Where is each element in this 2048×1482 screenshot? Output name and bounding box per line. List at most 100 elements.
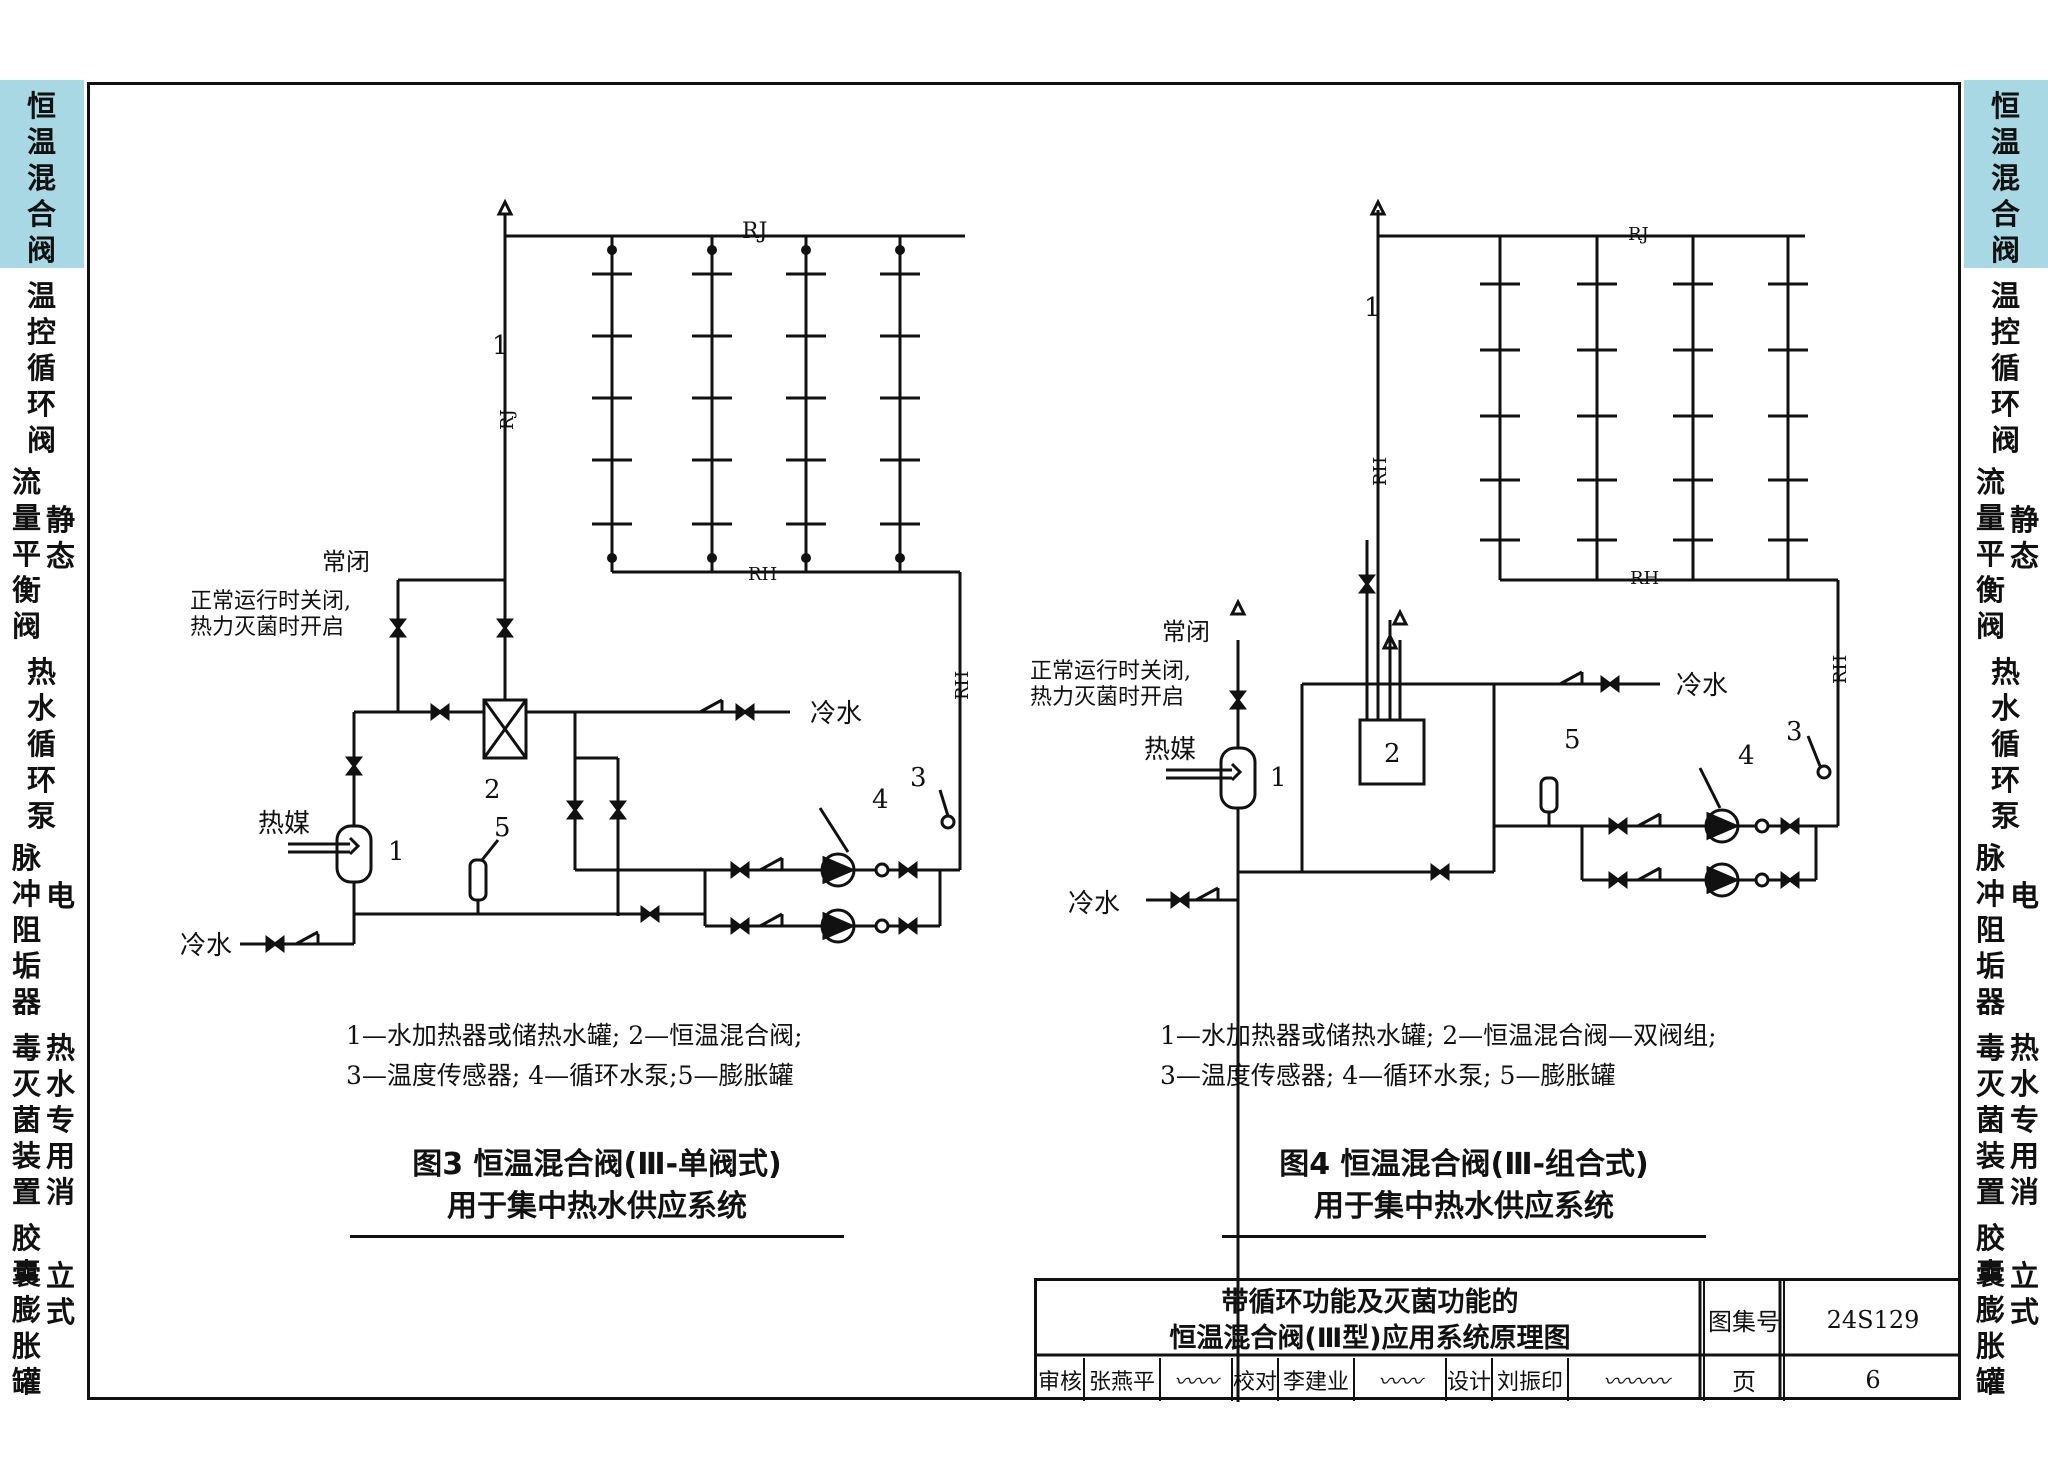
side-tab-char: 阀 xyxy=(27,423,57,457)
side-tab-char: 流 xyxy=(1976,465,2006,499)
fig4-cold-water-right-label: 冷水 xyxy=(1676,671,1728,701)
side-tab-char: 态 xyxy=(2010,539,2040,573)
fig4-legend-line1: 1—水加热器或储热水罐; 2—恒温混合阀—双阀组; xyxy=(1160,1021,1717,1050)
fig3-label-1-heater: 1 xyxy=(388,837,405,867)
side-tab-static-flow-balance-valve[interactable]: 流量平衡阀静态 xyxy=(1964,456,2048,646)
side-tab-char: 合 xyxy=(1991,197,2021,231)
side-tab-column: 立式 xyxy=(46,1258,75,1330)
side-tab-char: 用 xyxy=(46,1139,76,1173)
side-tab-hot-water-circulation-pump[interactable]: 热水循环泵 xyxy=(1964,646,2048,834)
side-tab-char: 循 xyxy=(27,351,57,385)
side-tab-char: 温 xyxy=(1991,279,2021,313)
fig4-rh-riser-label: RH xyxy=(1370,457,1391,486)
side-tab-char: 泵 xyxy=(1991,799,2021,833)
side-tab-column: 电 xyxy=(2010,878,2039,914)
side-tab-char: 灭 xyxy=(1976,1067,2006,1101)
fig3-legend-line1: 1—水加热器或储热水罐; 2—恒温混合阀; xyxy=(346,1021,803,1050)
side-tab-char: 水 xyxy=(27,691,57,725)
fig3-note-line1: 正常运行时关闭, xyxy=(190,589,351,614)
fig3-heat-medium-label: 热媒 xyxy=(258,809,310,839)
fig3-title: 图3 恒温混合阀(Ⅲ-单阀式) 用于集中热水供应系统 xyxy=(350,1144,844,1238)
side-tab-column: 恒温混合阀 xyxy=(1991,88,2020,268)
side-tab-column: 温控循环阀 xyxy=(1991,278,2020,458)
title-block: 带循环功能及灭菌功能的 恒温混合阀(Ⅲ型)应用系统原理图 图集号 24S129 … xyxy=(1034,1278,1958,1401)
side-tab-char: 恒 xyxy=(1991,89,2021,123)
side-tab-char: 静 xyxy=(2010,503,2040,537)
side-tab-vertical-bladder-expansion-tank[interactable]: 胶囊膨胀罐立式 xyxy=(0,1212,84,1402)
side-tab-column: 立式 xyxy=(2010,1258,2039,1330)
side-tab-char: 静 xyxy=(46,503,76,537)
side-tab-temp-control-circulation-valve[interactable]: 温控循环阀 xyxy=(1964,270,2048,458)
side-tab-column: 毒灭菌装置 xyxy=(1976,1030,2005,1210)
side-tab-char: 控 xyxy=(27,315,57,349)
side-tab-char: 合 xyxy=(27,197,57,231)
side-tab-char: 水 xyxy=(2010,1067,2040,1101)
side-tab-char: 阻 xyxy=(12,913,42,947)
side-tab-hot-water-disinfection-device[interactable]: 毒灭菌装置热水专用消 xyxy=(1964,1022,2048,1212)
fig3-rh-right-label: RH xyxy=(952,671,973,700)
side-tab-hot-water-circulation-pump[interactable]: 热水循环泵 xyxy=(0,646,84,834)
side-tab-thermostatic-mixing-valve[interactable]: 恒温混合阀 xyxy=(0,80,84,270)
fig4-label-1-heater: 1 xyxy=(1270,763,1287,793)
reviewer-signature: 〰〰 xyxy=(1159,1358,1231,1401)
side-tab-char: 立 xyxy=(46,1259,76,1293)
side-tab-char: 专 xyxy=(46,1103,76,1137)
side-tab-char: 环 xyxy=(27,763,57,797)
fig3-rj-top-label: RJ xyxy=(742,219,767,244)
side-tab-char: 循 xyxy=(1991,351,2021,385)
side-tab-char: 混 xyxy=(27,161,57,195)
side-tab-char: 热 xyxy=(2010,1031,2040,1065)
side-tab-char: 器 xyxy=(1976,985,2006,1019)
side-tab-column: 热水循环泵 xyxy=(1991,654,2020,834)
drawing-frame xyxy=(87,82,1961,1400)
side-tab-thermostatic-mixing-valve[interactable]: 恒温混合阀 xyxy=(1964,80,2048,270)
checker-name: 李建业 xyxy=(1277,1358,1353,1401)
drawing-title: 带循环功能及灭菌功能的 恒温混合阀(Ⅲ型)应用系统原理图 xyxy=(1037,1281,1703,1358)
fig4-title-line1: 图4 恒温混合阀(Ⅲ-组合式) xyxy=(1279,1147,1649,1182)
side-tab-char: 器 xyxy=(12,985,42,1019)
side-tab-column: 脉冲阻垢器 xyxy=(12,840,41,1020)
side-tab-char: 电 xyxy=(46,879,76,913)
side-tab-electronic-pulse-descaler[interactable]: 脉冲阻垢器电 xyxy=(1964,832,2048,1022)
side-tab-char: 阀 xyxy=(1991,233,2021,267)
side-tab-column: 热水循环泵 xyxy=(27,654,56,834)
side-tab-char: 热 xyxy=(46,1031,76,1065)
side-tab-hot-water-disinfection-device[interactable]: 毒灭菌装置热水专用消 xyxy=(0,1022,84,1212)
side-tab-char: 菌 xyxy=(12,1103,42,1137)
side-tab-char: 胶 xyxy=(12,1221,42,1255)
atlas-no-label: 图集号 xyxy=(1703,1281,1783,1358)
side-tab-char: 水 xyxy=(1991,691,2021,725)
design-label: 设计 xyxy=(1445,1358,1491,1401)
side-tab-char: 冲 xyxy=(1976,877,2006,911)
side-tab-column: 毒灭菌装置 xyxy=(12,1030,41,1210)
side-tab-char: 循 xyxy=(27,727,57,761)
fig4-note-line1: 正常运行时关闭, xyxy=(1030,659,1191,684)
designer-name: 刘振印 xyxy=(1491,1358,1567,1401)
side-tab-char: 专 xyxy=(2010,1103,2040,1137)
side-tab-char: 阀 xyxy=(27,233,57,267)
side-tab-column: 流量平衡阀 xyxy=(1976,464,2005,644)
side-tab-char: 阀 xyxy=(1991,423,2021,457)
fig4-legend: 1—水加热器或储热水罐; 2—恒温混合阀—双阀组; 3—温度传感器; 4—循环水… xyxy=(1160,1016,1717,1096)
reviewer-name: 张燕平 xyxy=(1083,1358,1159,1401)
side-tab-temp-control-circulation-valve[interactable]: 温控循环阀 xyxy=(0,270,84,458)
side-tab-static-flow-balance-valve[interactable]: 流量平衡阀静态 xyxy=(0,456,84,646)
side-tab-char: 装 xyxy=(1976,1139,2006,1173)
side-tab-char: 囊 xyxy=(12,1257,42,1291)
side-tab-electronic-pulse-descaler[interactable]: 脉冲阻垢器电 xyxy=(0,832,84,1022)
drawing-title-line2: 恒温混合阀(Ⅲ型)应用系统原理图 xyxy=(1169,1323,1571,1354)
side-tab-column: 温控循环阀 xyxy=(27,278,56,458)
fig4-rj-top-label: RJ xyxy=(1628,224,1649,245)
fig4-legend-line2: 3—温度传感器; 4—循环水泵; 5—膨胀罐 xyxy=(1160,1061,1616,1090)
side-tab-vertical-bladder-expansion-tank[interactable]: 胶囊膨胀罐立式 xyxy=(1964,1212,2048,1402)
side-tab-char: 脉 xyxy=(1976,841,2006,875)
side-tab-char: 毒 xyxy=(12,1031,42,1065)
fig4-normally-closed-label: 常闭 xyxy=(1162,618,1210,646)
side-tab-column: 热水专用消 xyxy=(46,1030,75,1210)
side-tab-column: 静态 xyxy=(2010,502,2039,574)
side-tab-char: 冲 xyxy=(12,877,42,911)
side-tab-char: 消 xyxy=(46,1175,76,1209)
fig4-label-5: 5 xyxy=(1564,725,1581,755)
checker-signature: 〰〰 xyxy=(1353,1358,1445,1401)
side-tab-column: 恒温混合阀 xyxy=(27,88,56,268)
